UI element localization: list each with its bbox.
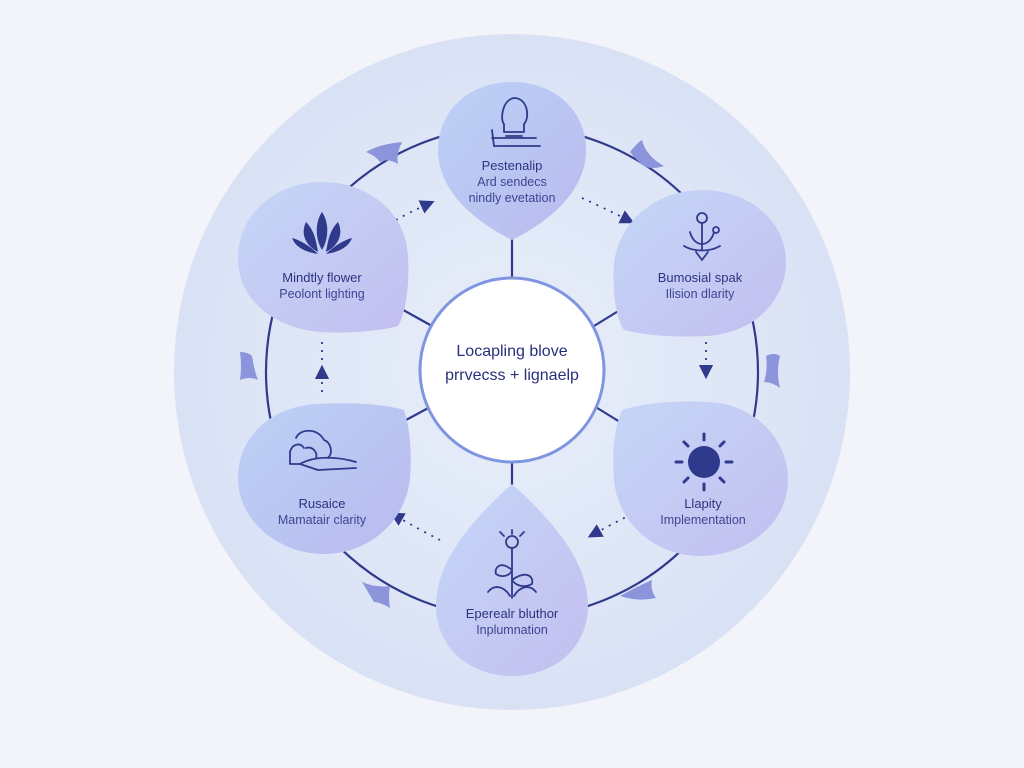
decorative-leaves <box>240 140 780 608</box>
node-upper-right-title: Bumosial spak <box>657 270 743 285</box>
node-lower-right-line2: Implementation <box>660 513 746 527</box>
node-bottom-title: Eperealr bluthor <box>465 606 559 621</box>
node-top-shape <box>438 82 586 240</box>
lightbulb-icon <box>491 97 541 147</box>
leaf-icon <box>630 140 664 168</box>
node-upper-right-shape <box>613 190 786 337</box>
node-top-line2: Ard sendecs <box>477 175 547 189</box>
node-upper-right-label: Bumosial spak Ilision dlarity <box>615 270 785 302</box>
center-circle <box>418 276 606 464</box>
spoke-lower-right <box>593 405 621 423</box>
node-upper-left-title: Mindtly flower <box>282 270 362 285</box>
node-top-line3: nindly evetation <box>468 191 556 205</box>
node-upper-left-line2: Peolont lighting <box>279 287 365 301</box>
sprouting-plant-icon <box>487 529 537 599</box>
center-label-line2: prrvecss + lignaelp <box>445 367 579 384</box>
center-label-line1: Locapling blove <box>456 343 568 360</box>
leaf-icon <box>240 352 258 380</box>
node-lower-right-shape <box>613 401 788 556</box>
node-upper-right-line2: Ilision dlarity <box>665 287 735 301</box>
lotus-flower-icon <box>292 212 352 254</box>
node-bottom-line2: Inplumnation <box>476 623 548 637</box>
arrow-upperleft-to-top <box>395 200 435 221</box>
hand-holding-icon <box>289 429 357 471</box>
node-lower-right-label: Llapity Implementation <box>618 496 788 528</box>
node-lower-right-title: Llapity <box>684 496 722 511</box>
node-upper-left-shape <box>238 182 409 333</box>
node-top-label: Pestenalip Ard sendecs nindly evetation <box>427 158 597 206</box>
leaf-icon <box>620 580 656 600</box>
leaf-icon <box>366 142 402 164</box>
node-lower-left-shape <box>238 403 411 554</box>
node-top-title: Pestenalip <box>481 158 543 173</box>
nodes <box>238 82 788 676</box>
arrow-top-to-upperright <box>581 197 635 224</box>
node-upper-left-label: Mindtly flower Peolont lighting <box>237 270 407 302</box>
node-lower-left-line2: Mamatair clarity <box>277 513 367 527</box>
flow-arrows <box>314 197 714 541</box>
sun-icon <box>674 432 734 492</box>
leaf-icon <box>362 582 390 608</box>
meditating-figure-icon <box>683 212 721 261</box>
node-bottom-label: Eperealr bluthor Inplumnation <box>427 606 597 638</box>
center-label: Locapling blove prrvecss + lignaelp <box>418 340 606 388</box>
node-lower-left-label: Rusaice Mamatair clarity <box>237 496 407 528</box>
node-lower-left-title: Rusaice <box>298 496 346 511</box>
spoke-upper-right <box>593 309 621 327</box>
leaf-icon <box>764 354 780 388</box>
